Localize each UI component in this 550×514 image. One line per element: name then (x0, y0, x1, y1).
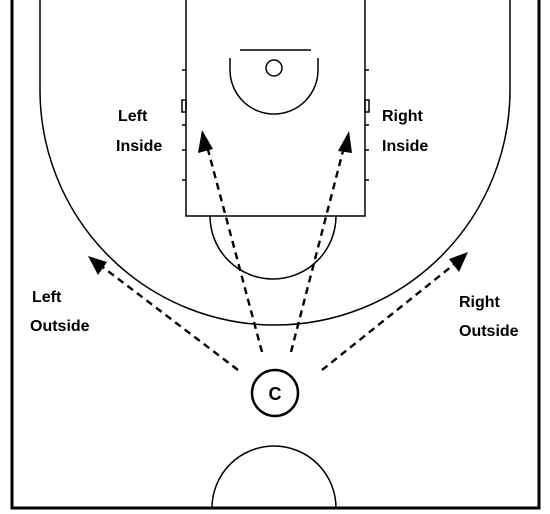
label-left-outside: Left Outside (30, 289, 90, 335)
three-point-line (39, 0, 511, 326)
arrowhead-right-inside (338, 131, 352, 153)
label-right-outside: Right Outside (459, 294, 519, 340)
label-right-inside: Right Inside (382, 108, 428, 155)
paint-key (185, 0, 366, 217)
label-left-inside: Left Inside (116, 108, 162, 155)
arrowhead-left-inside (198, 130, 213, 153)
arrowhead-right-outside (449, 252, 468, 272)
pass-line-right-outside (321, 261, 458, 371)
pass-line-left-outside (99, 264, 239, 371)
player-c-letter: C (269, 384, 282, 404)
court-boundary (10, 0, 541, 510)
lane-marks (181, 69, 370, 181)
center-circle (211, 445, 337, 509)
free-throw-circle (209, 215, 337, 280)
restricted-area-arc (229, 58, 319, 115)
arrowhead-left-outside (88, 256, 107, 275)
pass-arrows (88, 130, 468, 371)
player-c-marker: C (250, 368, 300, 418)
rim (265, 59, 283, 77)
